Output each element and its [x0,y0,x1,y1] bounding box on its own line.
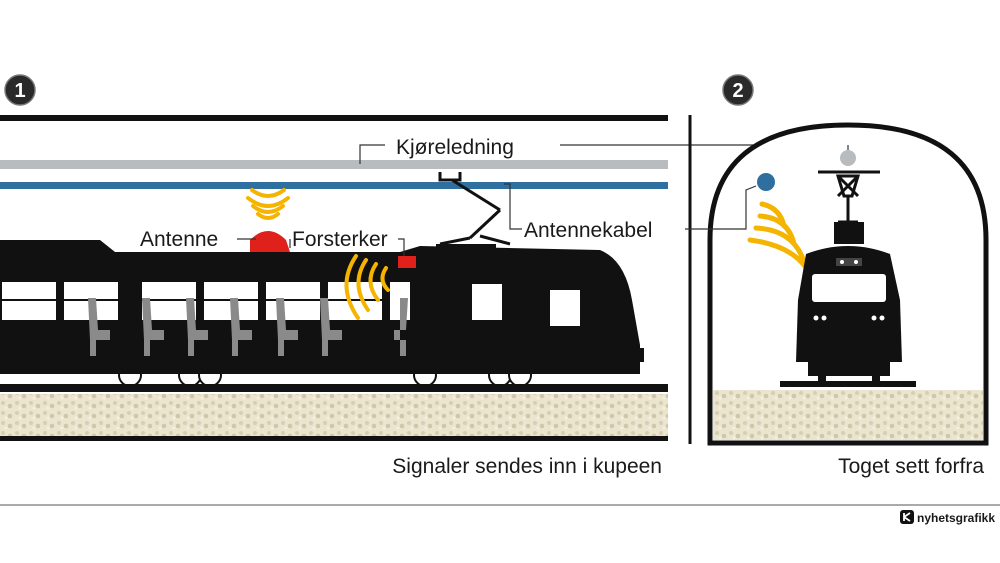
front-windshield [812,274,886,302]
rail [0,384,668,392]
panel-side-view: 1 [0,74,848,478]
pantograph [438,172,511,246]
caption-panel1: Signaler sendes inn i kupeen [392,455,662,478]
contact-wire [0,160,668,169]
train-side [0,240,644,387]
contact-wire-front [840,150,856,166]
signal-waves-front [747,201,815,281]
caption-panel2: Toget sett forfra [838,455,984,478]
antenna-cable [0,182,668,189]
cab-window-1 [472,284,502,320]
step-badge-2-number: 2 [732,80,743,102]
train-front [796,222,902,382]
leader-line-antenna-cable [685,185,757,230]
signal-waves-antenna [246,188,290,220]
credit-logo-icon [900,510,914,524]
ballast-side [0,394,668,436]
label-antenna: Antenne [140,228,218,251]
amplifier-box [398,256,416,268]
ground-line [0,436,668,441]
wheels [0,363,640,387]
cab-window-2 [550,290,580,326]
headlights [813,315,885,321]
step-badge-1-number: 1 [14,80,25,102]
rail-front [780,381,916,387]
roof-antenna [250,231,290,252]
label-antenna-cable: Antennekabel [524,219,652,242]
panel-front-view: 2 [685,74,989,478]
antenna-cable-front [757,173,775,191]
credit-text: nyhetsgrafikk [917,511,995,525]
label-amplifier: Forsterker [292,228,388,251]
passenger-seats [88,298,408,356]
ballast-front [713,390,983,440]
step-badge-2: 2 [722,74,754,106]
label-contact-wire: Kjøreledning [396,136,514,159]
step-badge-1: 1 [4,74,36,106]
tunnel-ceiling [0,115,668,121]
credit: nyhetsgrafikk [900,510,995,525]
signal-waves-amplifier [344,254,390,320]
